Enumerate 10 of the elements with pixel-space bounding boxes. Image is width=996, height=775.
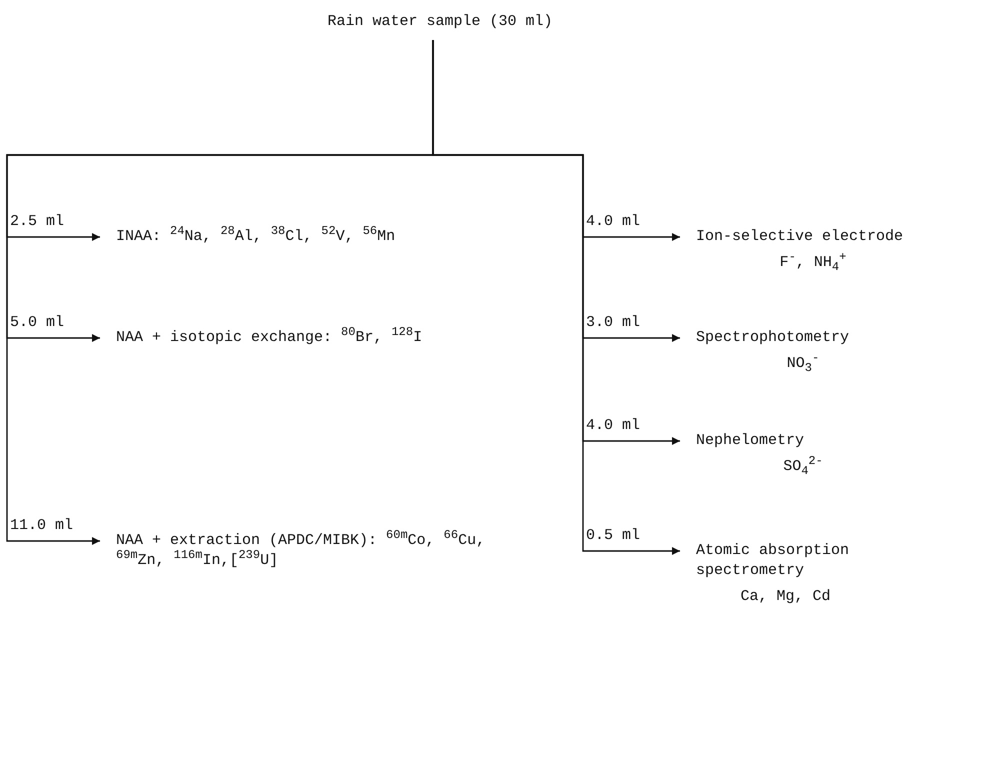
analyte-label: Ca, Mg, Cd — [739, 587, 832, 607]
process-label: Atomic absorption spectrometry — [696, 541, 850, 581]
process-label: NAA + isotopic exchange: $^{80}$Br, $^{128}$I — [116, 328, 424, 348]
process-label: Spectrophotometry — [696, 328, 850, 348]
process-label: INAA: $^{24}$Na, $^{28}$Al, $^{38}$Cl, $^{52}$V, $^{56}$Mn — [116, 227, 396, 247]
process-label: Rain water sample (30 ml) — [326, 12, 554, 32]
arrow — [432, 40, 680, 555]
process-label: Ion-selective electrode — [696, 227, 904, 247]
process-label: NAA + extraction (APDC/MIBK): $^{60m}$Co, $^{66}$Cu, $^{69m}$Zn, $^{116m}$In,[$^{239}$U] — [116, 531, 486, 571]
process-label: Nephelometry — [696, 431, 806, 451]
